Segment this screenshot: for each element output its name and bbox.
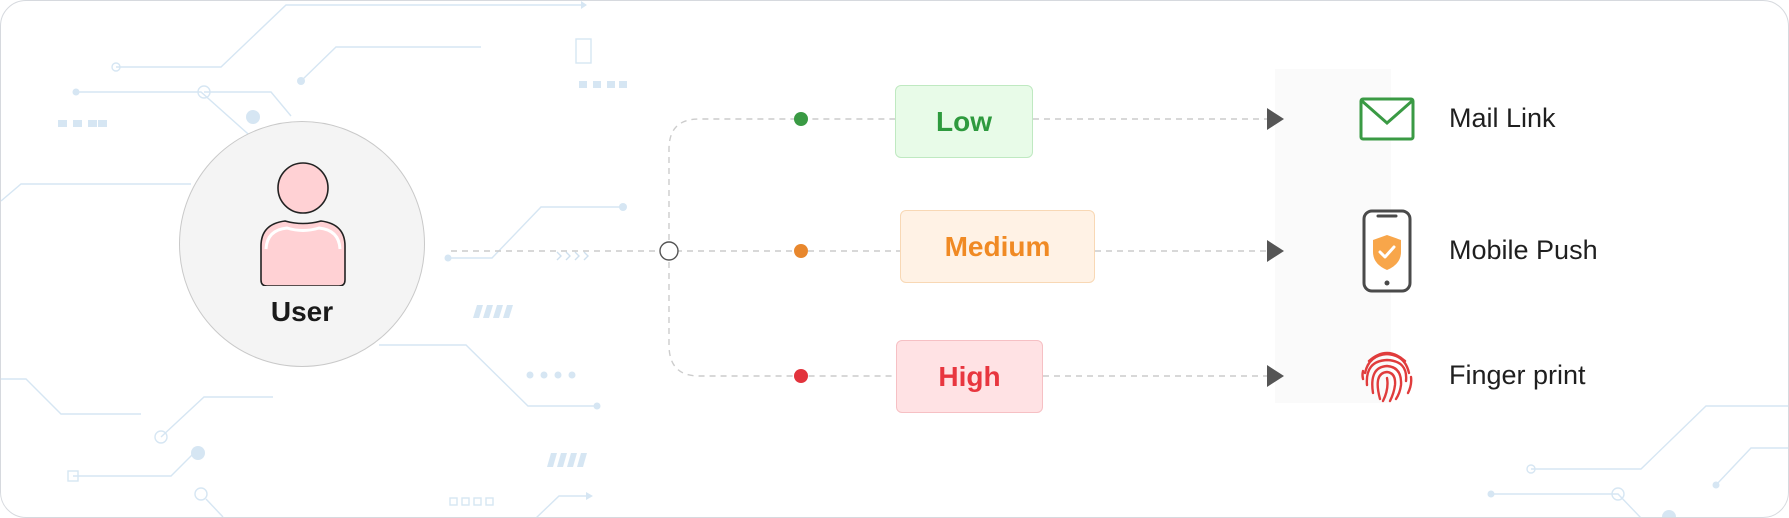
connector-lines xyxy=(451,118,1267,377)
arrow-low-icon xyxy=(1267,108,1284,130)
chevron-decoration xyxy=(556,251,589,261)
method-mobile-push-label: Mobile Push xyxy=(1449,235,1598,265)
risk-low-box: Low xyxy=(895,85,1033,158)
risk-medium-box: Medium xyxy=(900,210,1095,283)
mail-icon xyxy=(1359,97,1415,141)
user-label: User xyxy=(270,296,334,327)
high-dot xyxy=(794,369,808,383)
user-icon xyxy=(260,162,346,286)
circuit-squares xyxy=(449,38,592,506)
method-fingerprint-label: Finger print xyxy=(1449,360,1586,390)
arrow-medium-icon xyxy=(1267,240,1284,262)
junction-node xyxy=(659,241,679,261)
method-mail-link-label: Mail Link xyxy=(1449,103,1556,133)
circuit-dots xyxy=(58,1,1720,517)
arrow-high-icon xyxy=(1267,365,1284,387)
circuit-decoration xyxy=(1,4,1788,517)
risk-high-box: High xyxy=(896,340,1043,413)
medium-dot xyxy=(794,244,808,258)
fingerprint-icon xyxy=(1361,351,1413,403)
user-node: User xyxy=(179,121,425,367)
low-dot xyxy=(794,112,808,126)
mobile-shield-icon xyxy=(1362,209,1412,293)
